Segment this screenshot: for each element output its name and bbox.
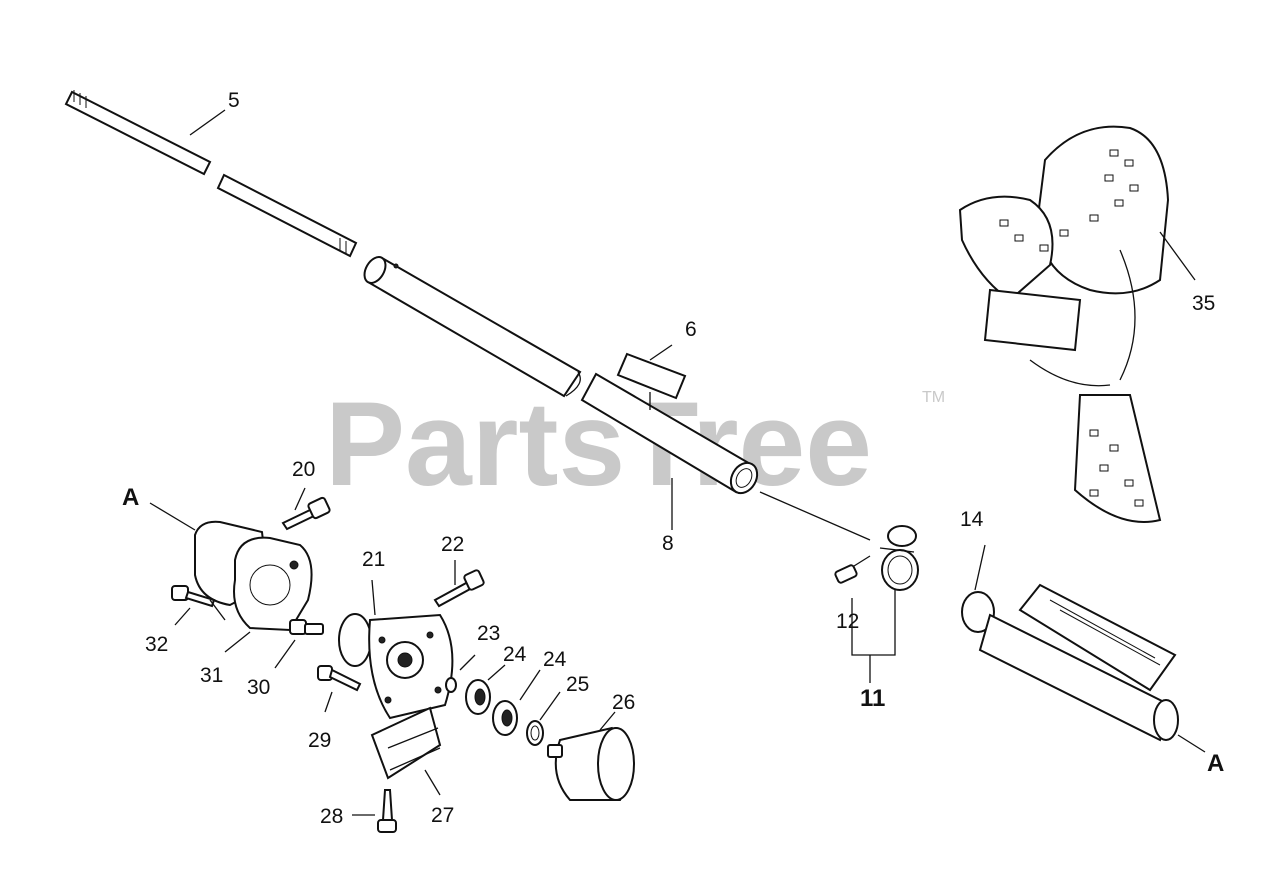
callout-5: 5 — [228, 89, 240, 112]
part-24-bearing-a — [465, 679, 491, 715]
callout-12: 12 — [836, 610, 859, 633]
part-25-snap-ring — [526, 720, 544, 746]
callout-6: 6 — [685, 318, 697, 341]
callout-32: 32 — [145, 633, 168, 656]
part-12-screw — [834, 555, 871, 584]
callout-26: 26 — [612, 691, 635, 714]
callout-24-a: 24 — [503, 643, 527, 666]
part-23-washer — [445, 677, 457, 693]
part-6-sleeve — [616, 352, 687, 410]
callout-31: 31 — [200, 664, 223, 687]
callout-28: 28 — [320, 805, 343, 828]
watermark-trademark: TM — [922, 389, 945, 406]
callout-25: 25 — [566, 673, 589, 696]
callout-35: 35 — [1192, 292, 1215, 315]
callout-14: 14 — [960, 508, 984, 531]
part-22-bolt — [433, 569, 485, 608]
leader-lines — [149, 109, 1206, 816]
part-32-bolt — [171, 585, 216, 608]
part-14-guard — [961, 583, 1179, 742]
callout-21: 21 — [362, 548, 385, 571]
part-29-bolt — [317, 665, 362, 692]
callout-27: 27 — [431, 804, 454, 827]
part-20-bolt — [281, 496, 331, 531]
part-gear-housing — [194, 520, 313, 632]
part-35-harness — [958, 125, 1170, 523]
callout-ref-a-left: A — [122, 484, 139, 511]
part-upper-tube — [363, 256, 582, 398]
callout-29: 29 — [308, 729, 331, 752]
part-8-lower-tube — [580, 372, 759, 495]
part-30-fitting — [289, 619, 324, 635]
callout-23: 23 — [477, 622, 500, 645]
callout-11: 11 — [860, 685, 885, 712]
callout-ref-a-right: A — [1207, 750, 1224, 777]
part-24-bearing-b — [492, 700, 518, 736]
part-5-drive-shaft — [64, 90, 358, 258]
part-11-clamp — [879, 525, 919, 591]
part-26-drum — [547, 726, 635, 801]
callout-30: 30 — [247, 676, 270, 699]
callout-22: 22 — [441, 533, 464, 556]
part-28-screw — [377, 789, 397, 833]
callout-8: 8 — [662, 532, 674, 555]
callout-labels: 5 6 8 12 11 14 35 A A 20 21 22 23 24 24 … — [122, 89, 1224, 828]
part-21-gearcase — [338, 613, 454, 720]
callout-24-b: 24 — [543, 648, 567, 671]
part-27-bracket — [370, 706, 442, 780]
callout-20: 20 — [292, 458, 315, 481]
